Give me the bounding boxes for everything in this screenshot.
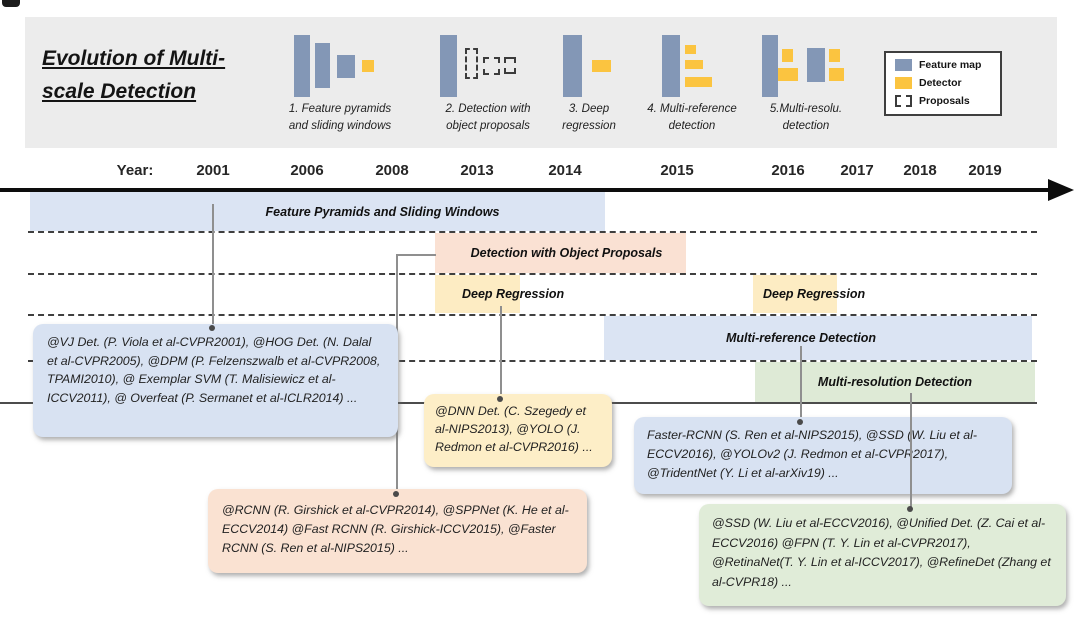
year-tick-2016: 2016 — [771, 162, 805, 179]
figure-title-line1: Evolution of Multi- — [42, 47, 226, 70]
stage-caption-4: 4. Multi-reference detection — [647, 103, 737, 132]
callout-object-proposals: @RCNN (R. Girshick et al-CVPR2014), @SPP… — [208, 489, 587, 573]
year-tick-2017: 2017 — [840, 162, 874, 179]
connector-deep-regression — [500, 306, 502, 396]
connector-dot-5 — [907, 506, 913, 512]
proposals-swatch-icon — [895, 95, 912, 107]
band-multi-reference: Multi-reference Detection — [604, 316, 1032, 360]
timeline-axis — [0, 188, 1052, 192]
connector-dot-4 — [797, 419, 803, 425]
legend: Feature map Detector Proposals — [884, 51, 1002, 116]
year-tick-2006: 2006 — [290, 162, 324, 179]
year-tick-2001: 2001 — [196, 162, 230, 179]
feature-map-swatch-icon — [895, 59, 912, 71]
corner-mark — [2, 0, 20, 7]
year-tick-2008: 2008 — [375, 162, 409, 179]
callout-deep-regression: @DNN Det. (C. Szegedy et al-NIPS2013), @… — [424, 394, 612, 467]
guide-line-2 — [28, 273, 1037, 275]
band-feature-pyramids: Feature Pyramids and Sliding Windows — [30, 192, 605, 231]
legend-item-feature-map: Feature map — [895, 59, 981, 71]
year-tick-2013: 2013 — [460, 162, 494, 179]
connector-multi-resolution — [910, 393, 912, 507]
stage-caption-2: 2. Detection with object proposals — [445, 103, 531, 132]
stage-caption-1: 1. Feature pyramids and sliding windows — [288, 103, 392, 132]
legend-item-proposals: Proposals — [895, 95, 970, 107]
connector-multi-reference — [800, 346, 802, 419]
legend-item-detector: Detector — [895, 77, 962, 89]
year-tick-2015: 2015 — [660, 162, 694, 179]
connector-dot-1 — [209, 325, 215, 331]
band-deep-regression-right: Deep Regression — [753, 275, 865, 313]
connector-dot-2 — [393, 491, 399, 497]
year-axis-label: Year: — [116, 162, 154, 179]
band-deep-regression-left: Deep Regression — [435, 275, 564, 313]
year-tick-2014: 2014 — [548, 162, 582, 179]
callout-sliding-windows: @VJ Det. (P. Viola et al-CVPR2001), @HOG… — [33, 324, 398, 437]
stage-caption-5: 5.Multi-resolu. detection — [769, 103, 843, 132]
callout-multi-resolution: @SSD (W. Liu et al-ECCV2016), @Unified D… — [699, 504, 1066, 606]
detector-swatch-icon — [895, 77, 912, 89]
connector-object-proposals-h — [396, 254, 436, 256]
guide-line-1 — [28, 231, 1037, 233]
timeline-arrow-icon — [1048, 179, 1074, 201]
band-object-proposals: Detection with Object Proposals — [435, 233, 686, 273]
callout-multi-reference: Faster-RCNN (S. Ren et al-NIPS2015), @SS… — [634, 417, 1012, 494]
figure-title: Evolution of Multi- scale Detection — [42, 42, 272, 108]
connector-feature-pyramids — [212, 204, 214, 326]
figure-title-line2: scale Detection — [42, 80, 197, 103]
year-tick-2018: 2018 — [903, 162, 937, 179]
band-multi-resolution: Multi-resolution Detection — [755, 362, 1035, 402]
guide-line-3 — [28, 314, 1037, 316]
stage-caption-3: 3. Deep regression — [562, 103, 616, 132]
guide-line-4 — [28, 360, 1037, 362]
year-tick-2019: 2019 — [968, 162, 1002, 179]
connector-dot-3 — [497, 396, 503, 402]
